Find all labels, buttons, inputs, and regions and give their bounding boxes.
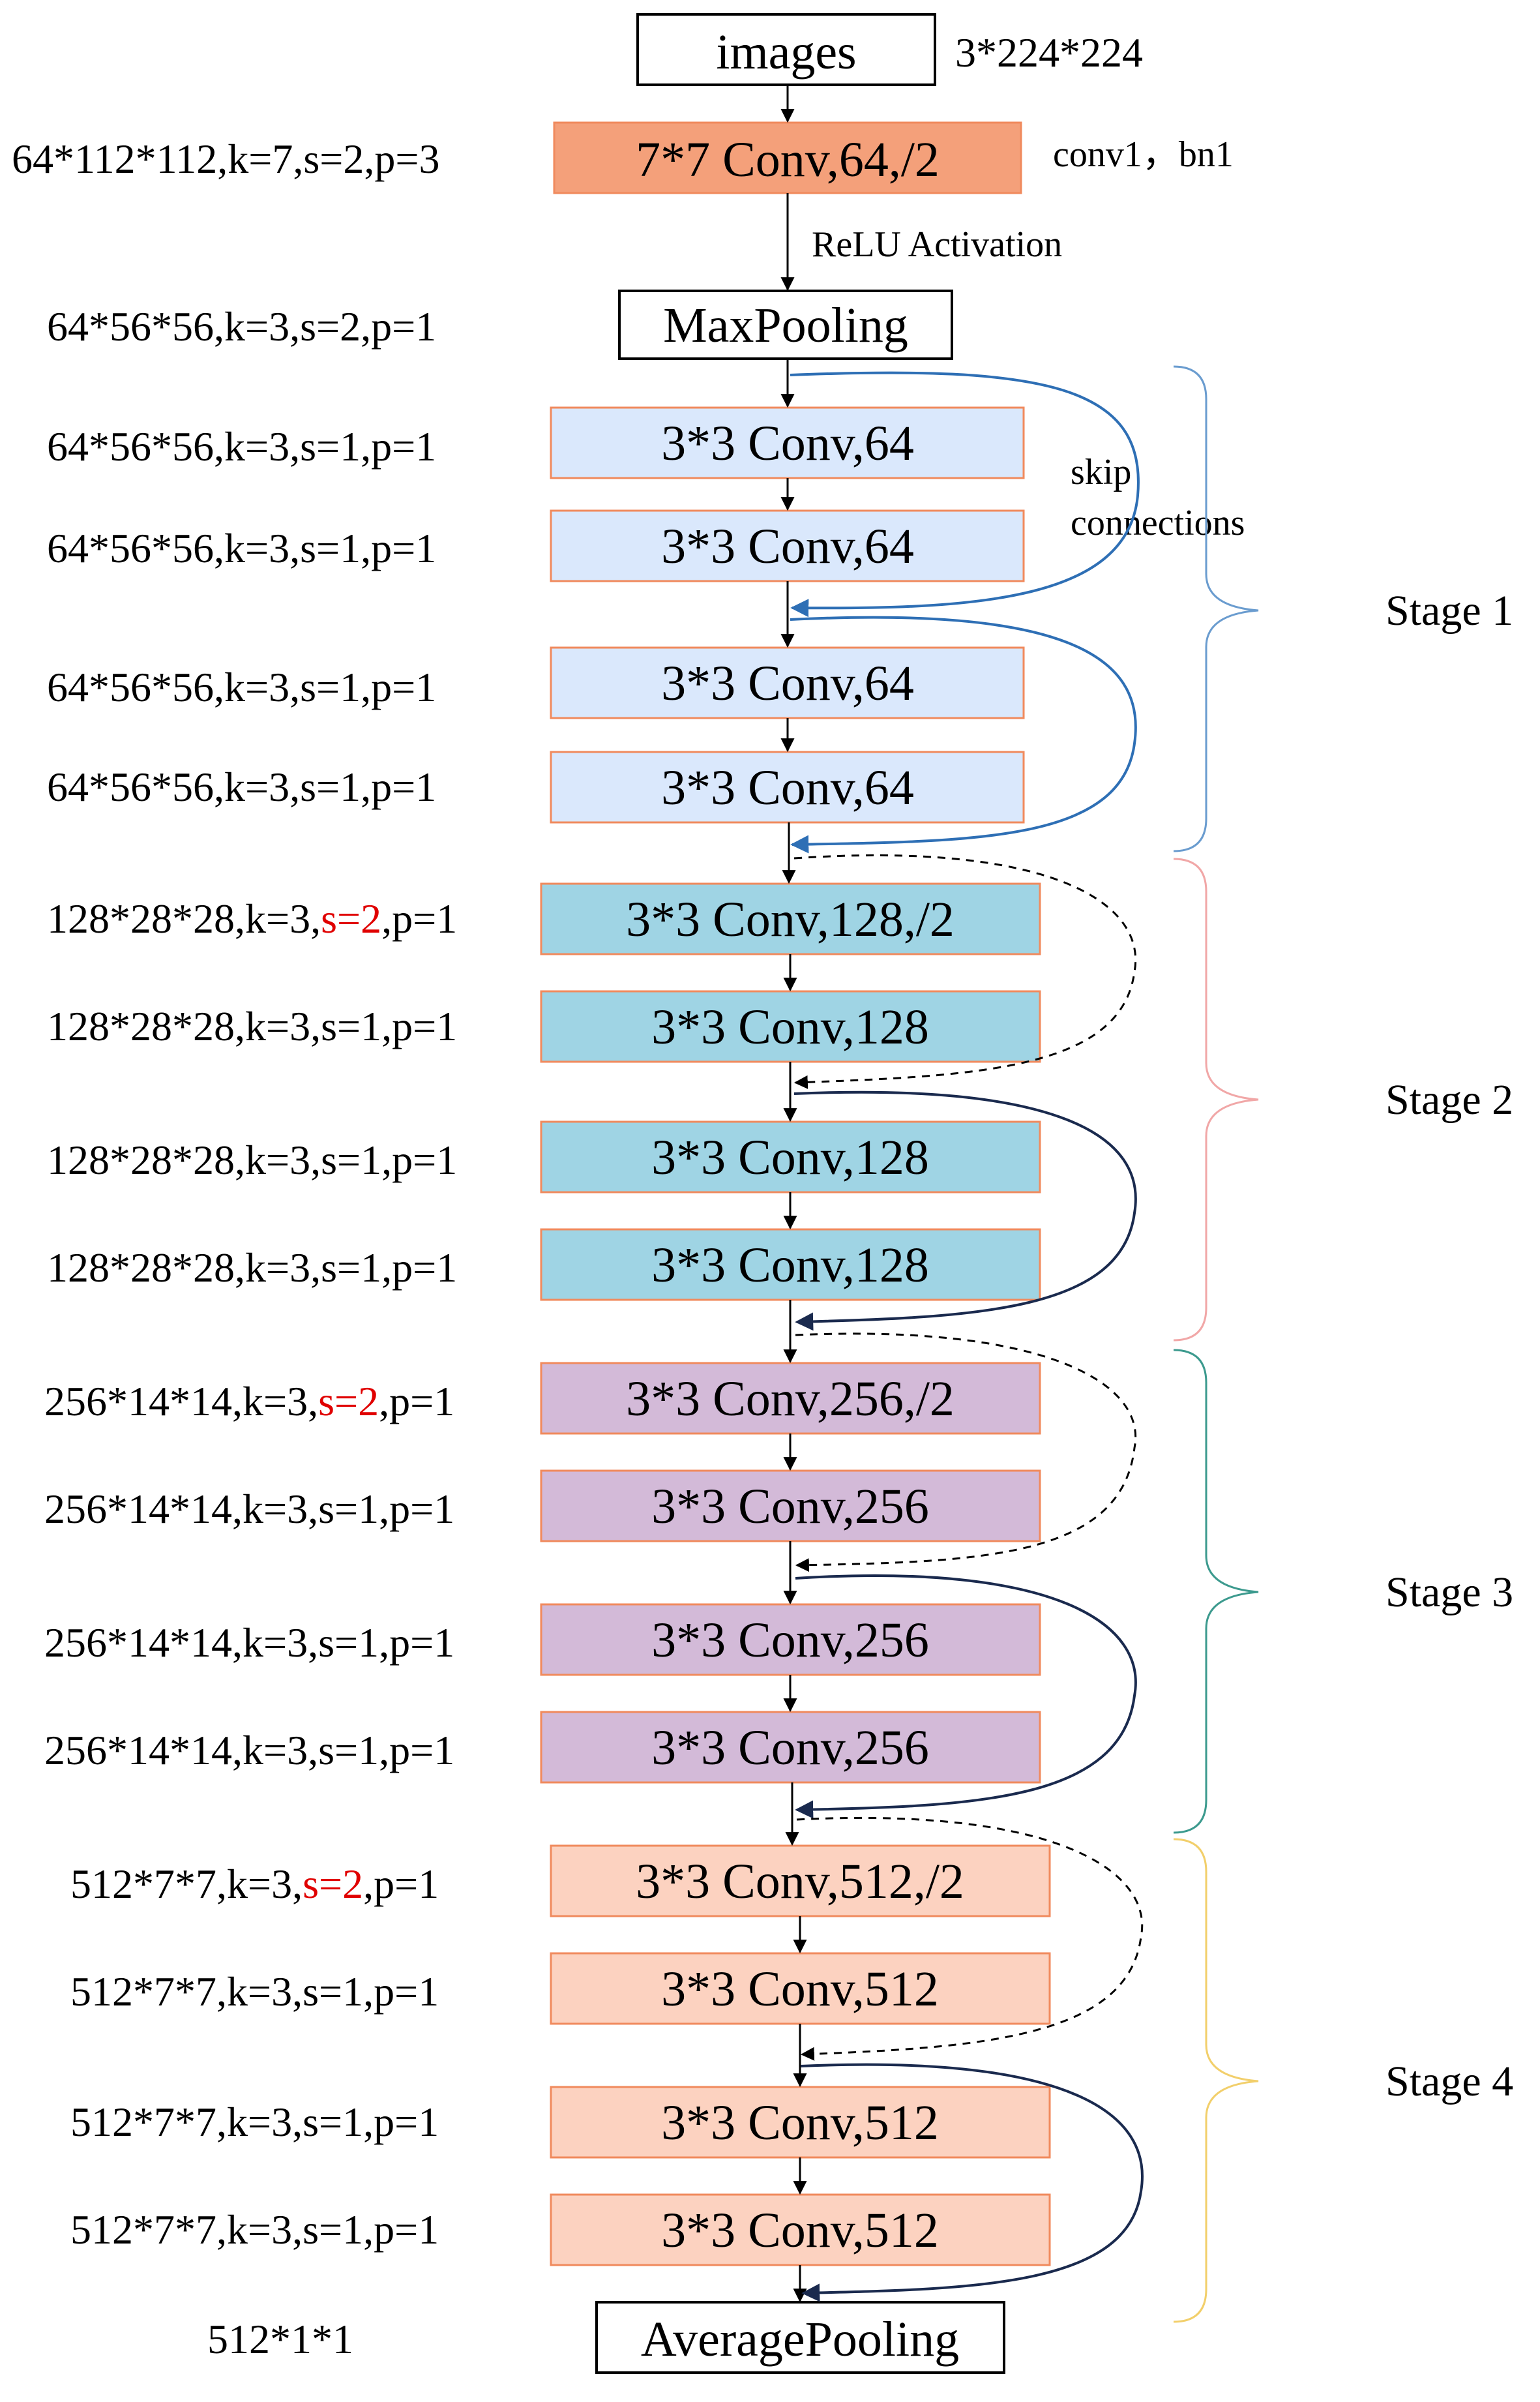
skip-label-line1: skip [1071, 452, 1131, 492]
stage-2-conv-2-label: 3*3 Conv,128 [651, 1000, 929, 1055]
stage-4-brace [1173, 1838, 1259, 2323]
stage-3-label: Stage 3 [1385, 1569, 1513, 1616]
stage-1-conv-1-params: 64*56*56,k=3,s=1,p=1 [47, 423, 436, 470]
stage-4-conv-3-label: 3*3 Conv,512 [661, 2095, 939, 2150]
maxpool-node: MaxPooling 64*56*56,k=3,s=2,p=1 [47, 290, 953, 360]
stage-2-conv-2-params: 128*28*28,k=3,s=1,p=1 [47, 1003, 457, 1049]
stage-2-conv-1-stride: s=2 [321, 895, 381, 942]
skip-connections [790, 371, 1144, 2302]
stage-4-conv-2-box [550, 1952, 1051, 2025]
stage-4-conv-3-params: 512*7*7,k=3,s=1,p=1 [70, 2099, 439, 2145]
output-node: AveragePooling 512*1*1 [207, 2301, 1005, 2374]
stage-3-conv-4-label: 3*3 Conv,256 [651, 1720, 929, 1775]
stage-1-conv-1-box [550, 406, 1025, 479]
stage-4-conv-2-params: 512*7*7,k=3,s=1,p=1 [70, 1968, 439, 2015]
stage-3-conv-1-stride: s=2 [318, 1378, 379, 1424]
stage-1-conv-3-params: 64*56*56,k=3,s=1,p=1 [47, 664, 436, 710]
stage-3-conv-4-box [540, 1711, 1041, 1784]
stage-2-brace [1173, 858, 1259, 1342]
stage-1: Stage 1 3*3 Conv,64 64*56*56,k=3,s=1,p=1… [47, 365, 1513, 852]
stage-3-conv-1-params: 256*14*14,k=3,s=2,p=1 [44, 1378, 454, 1424]
main-flow-arrows [780, 85, 807, 2303]
stage-3-conv-4-params: 256*14*14,k=3,s=1,p=1 [44, 1727, 454, 1773]
stage-4-conv-1-stride: s=2 [303, 1861, 363, 1907]
skip-s3-block2 [795, 1574, 1137, 1819]
stage-3-brace [1173, 1349, 1259, 1834]
stage-3-conv-1-params-a: 256*14*14,k=3, [44, 1378, 318, 1424]
stage-2-conv-4-box [540, 1228, 1041, 1301]
stage-1-label: Stage 1 [1385, 587, 1513, 635]
stage-3-conv-2-params: 256*14*14,k=3,s=1,p=1 [44, 1486, 454, 1532]
stage-3-conv-2-label: 3*3 Conv,256 [651, 1479, 929, 1534]
stages-group: Stage 1 3*3 Conv,64 64*56*56,k=3,s=1,p=1… [44, 365, 1513, 2323]
stage-1-conv-4-box [550, 751, 1025, 824]
stage-2: Stage 2 3*3 Conv,128,/2 128*28*28,k=3,s=… [47, 858, 1513, 1342]
stage-4-conv-4-label: 3*3 Conv,512 [661, 2203, 939, 2258]
stage-3-conv-3-label: 3*3 Conv,256 [651, 1613, 929, 1668]
input-node: images 3*224*224 [636, 13, 1143, 86]
stage-4-label: Stage 4 [1385, 2058, 1513, 2105]
stage-1-conv-3-label: 3*3 Conv,64 [661, 656, 914, 711]
stage-2-conv-1-params: 128*28*28,k=3,s=2,p=1 [47, 895, 457, 942]
stage-4-conv-1-params-b: ,p=1 [363, 1861, 439, 1907]
stage-2-conv-4-params: 128*28*28,k=3,s=1,p=1 [47, 1244, 457, 1291]
stage-1-conv-3-box [550, 646, 1025, 719]
stage-3-conv-1-label: 3*3 Conv,256,/2 [626, 1372, 955, 1426]
stage-3-conv-1-box [540, 1362, 1041, 1435]
stage-1-conv-4-label: 3*3 Conv,64 [661, 760, 914, 815]
stem-conv-label: 7*7 Conv,64,/2 [636, 132, 940, 187]
input-box [636, 13, 936, 86]
skip-s2-downsample [793, 854, 1136, 1089]
stage-1-conv-2-params: 64*56*56,k=3,s=1,p=1 [47, 525, 436, 571]
stage-4-conv-1-label: 3*3 Conv,512,/2 [636, 1854, 964, 1909]
stage-2-conv-1-params-b: ,p=1 [381, 895, 457, 942]
input-label: images [716, 25, 856, 80]
stem-conv-box [553, 121, 1022, 194]
output-shape: 512*1*1 [207, 2316, 353, 2362]
stage-4-conv-1-params-a: 512*7*7,k=3, [70, 1861, 303, 1907]
stem-conv-note: conv1，bn1 [1053, 134, 1234, 175]
stage-1-brace [1173, 365, 1259, 852]
stage-2-conv-1-params-a: 128*28*28,k=3, [47, 895, 321, 942]
stage-2-conv-1-box [540, 882, 1041, 955]
stage-2-conv-4-label: 3*3 Conv,128 [651, 1238, 929, 1293]
stage-3-conv-1-params-b: ,p=1 [379, 1378, 454, 1424]
stage-3-conv-3-params: 256*14*14,k=3,s=1,p=1 [44, 1619, 454, 1666]
input-shape: 3*224*224 [955, 29, 1143, 76]
maxpool-params: 64*56*56,k=3,s=2,p=1 [47, 303, 436, 350]
stage-2-conv-3-box [540, 1120, 1041, 1193]
stage-4-conv-1-params: 512*7*7,k=3,s=2,p=1 [70, 1861, 439, 1907]
activation-label: ReLU Activation [812, 224, 1062, 265]
skip-s2-block2 [793, 1090, 1137, 1331]
output-box [595, 2301, 1005, 2374]
stage-2-conv-3-params: 128*28*28,k=3,s=1,p=1 [47, 1137, 457, 1183]
stage-4-conv-4-box [550, 2193, 1051, 2266]
stage-4: Stage 4 3*3 Conv,512,/2 512*7*7,k=3,s=2,… [70, 1838, 1513, 2323]
stage-1-conv-1-label: 3*3 Conv,64 [661, 416, 914, 471]
skip-s1-block2 [790, 616, 1137, 854]
stage-4-conv-4-params: 512*7*7,k=3,s=1,p=1 [70, 2206, 439, 2253]
skip-s1-block1 [790, 371, 1140, 618]
stage-4-conv-1-box [550, 1844, 1051, 1917]
stage-3: Stage 3 3*3 Conv,256,/2 256*14*14,k=3,s=… [44, 1349, 1513, 1834]
stage-1-conv-4-params: 64*56*56,k=3,s=1,p=1 [47, 764, 436, 810]
skip-s4-block2 [800, 2063, 1144, 2302]
maxpool-label: MaxPooling [663, 298, 908, 353]
stage-4-conv-3-box [550, 2086, 1051, 2159]
skip-label-line2: connections [1071, 503, 1245, 543]
stem-conv-node: 7*7 Conv,64,/2 64*112*112,k=7,s=2,p=3 co… [12, 121, 1234, 194]
stage-2-conv-1-label: 3*3 Conv,128,/2 [626, 892, 955, 947]
stage-2-conv-3-label: 3*3 Conv,128 [651, 1130, 929, 1185]
stem-conv-params: 64*112*112,k=7,s=2,p=3 [12, 136, 439, 182]
stage-4-conv-2-label: 3*3 Conv,512 [661, 1962, 939, 2017]
stage-1-conv-2-label: 3*3 Conv,64 [661, 519, 914, 574]
skip-s3-downsample [795, 1332, 1137, 1572]
output-label: AveragePooling [641, 2312, 959, 2367]
stage-2-label: Stage 2 [1385, 1076, 1513, 1124]
